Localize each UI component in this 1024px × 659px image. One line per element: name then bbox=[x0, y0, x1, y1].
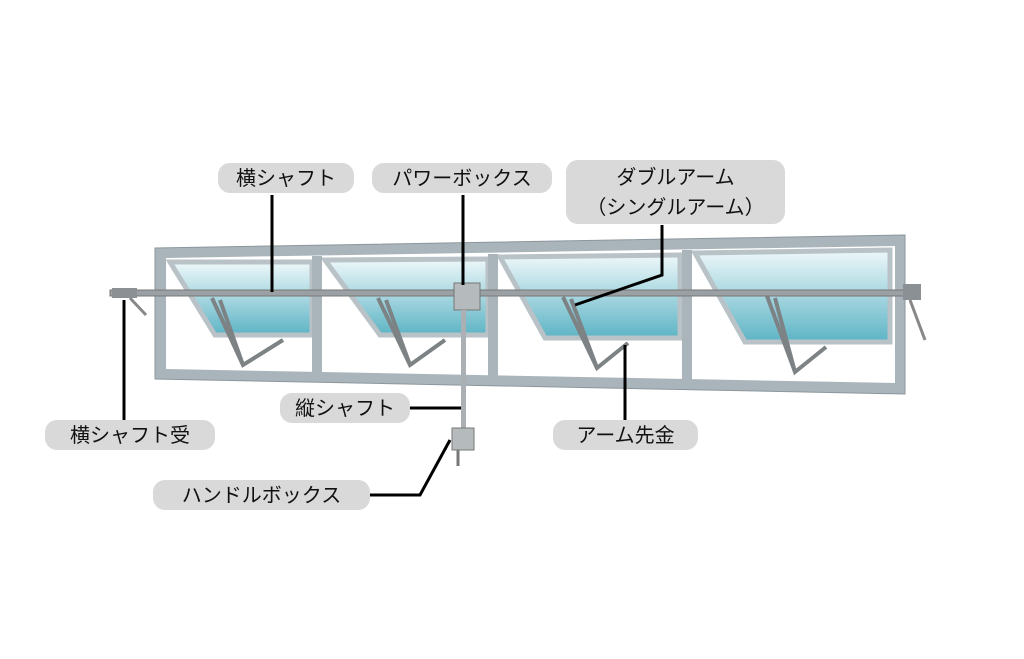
window-panes bbox=[165, 247, 893, 345]
vertical-shaft bbox=[461, 310, 466, 430]
label-double-arm-line2: （シングルアーム） bbox=[586, 195, 765, 219]
label-power-box: パワーボックス bbox=[372, 163, 552, 193]
double-arms bbox=[210, 295, 828, 376]
shaft-bearing bbox=[112, 284, 927, 341]
leader-lines bbox=[122, 195, 664, 497]
power-box bbox=[453, 282, 481, 311]
label-double-arm-line1: ダブルアーム bbox=[616, 165, 735, 189]
horizontal-shaft bbox=[109, 289, 921, 297]
label-vertical-shaft: 縦シャフト bbox=[280, 393, 410, 423]
label-handle-box: ハンドルボックス bbox=[153, 480, 370, 510]
handle-box bbox=[451, 427, 475, 451]
label-horizontal-shaft: 横シャフト bbox=[218, 163, 354, 193]
mullions bbox=[312, 250, 692, 383]
label-shaft-bearing: 横シャフト受 bbox=[45, 420, 215, 450]
label-arm-tip: アーム先金 bbox=[553, 420, 698, 450]
label-double-arm: ダブルアーム （シングルアーム） bbox=[566, 160, 785, 224]
